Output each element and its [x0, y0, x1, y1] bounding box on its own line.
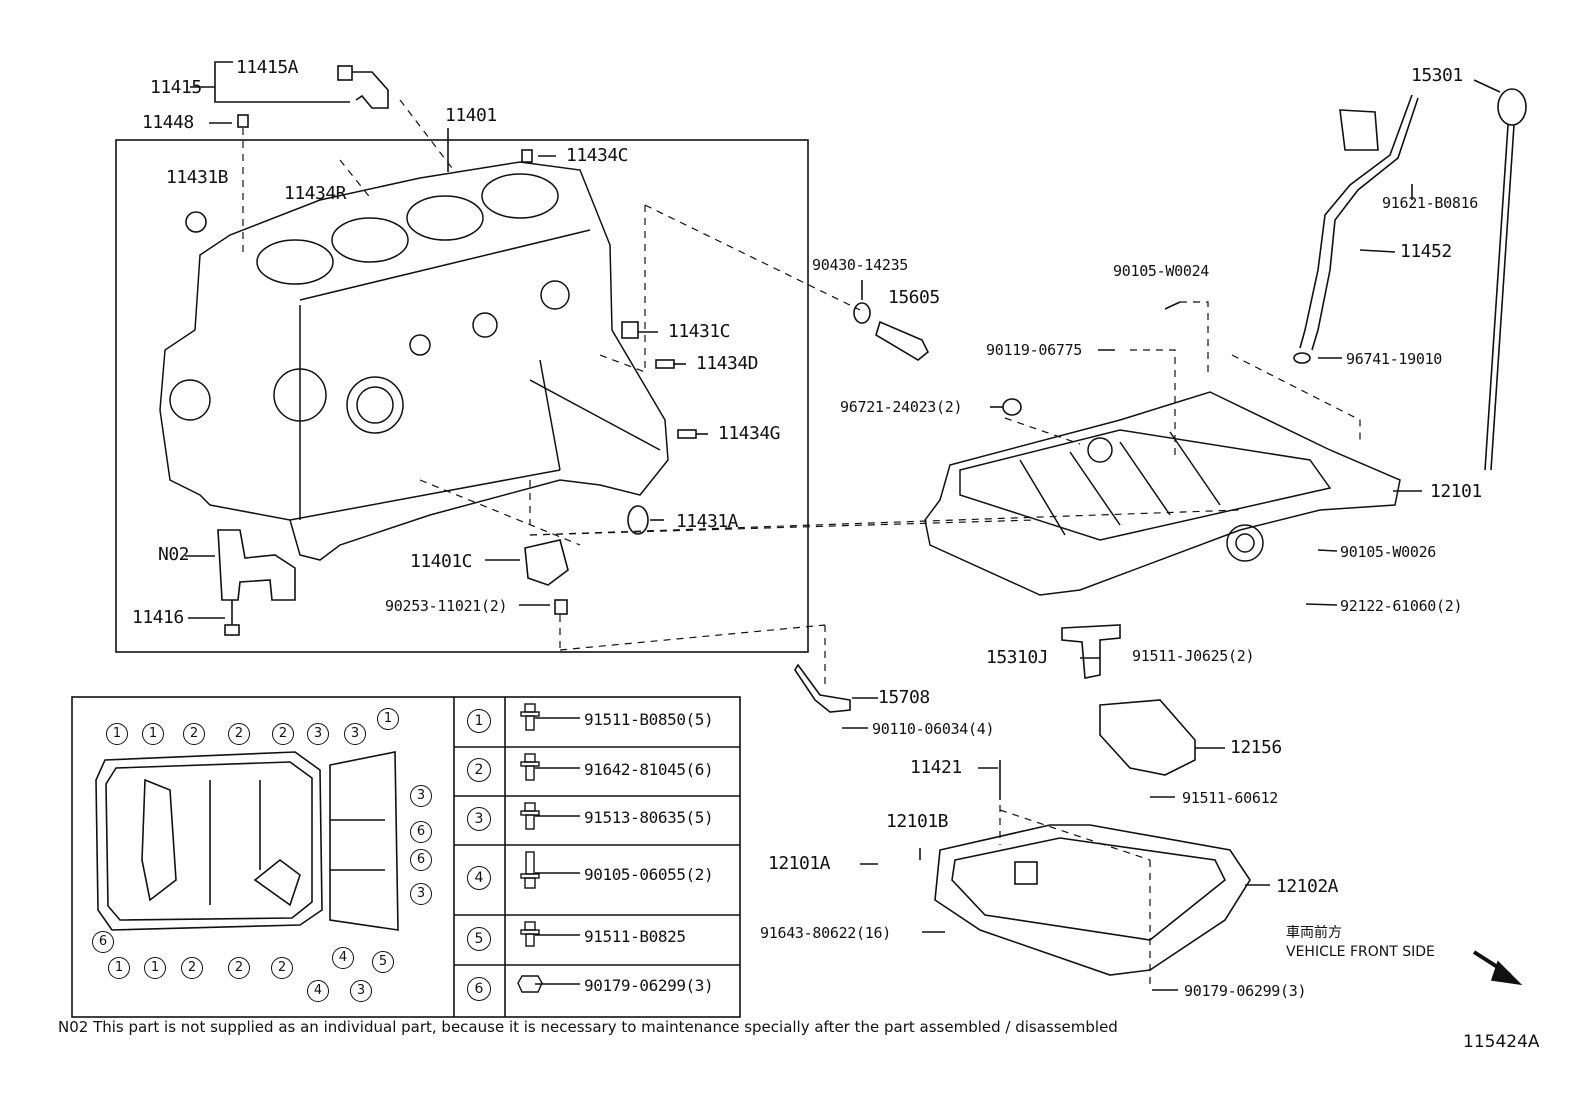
part-label-11452[interactable]: 11452: [1400, 241, 1452, 262]
bolt-table-part-5[interactable]: 91511-B0825: [584, 927, 686, 946]
block-group-frame: [115, 139, 809, 653]
bolt-table-num-3: 3: [467, 807, 491, 831]
part-label-90430[interactable]: 90430-14235: [812, 256, 909, 274]
bolt-callout: 6: [410, 821, 432, 843]
part-label-91621[interactable]: 91621-B0816: [1382, 194, 1479, 212]
front-side-en: VEHICLE FRONT SIDE: [1286, 944, 1435, 960]
part-label-11448[interactable]: 11448: [142, 112, 194, 133]
part-label-96721[interactable]: 96721-24023(2): [840, 398, 963, 416]
footnote: N02 This part is not supplied as an indi…: [58, 1018, 1118, 1036]
bolt-callout: 5: [372, 951, 394, 973]
bolt-icons: [517, 703, 543, 993]
part-label-11434C[interactable]: 11434C: [566, 145, 629, 166]
bolt-callout: 6: [410, 849, 432, 871]
bolt-callout: 2: [181, 957, 203, 979]
part-label-11434G[interactable]: 11434G: [718, 423, 781, 444]
bolt-map-frame: [71, 696, 741, 1018]
bolt-callout: 3: [344, 723, 366, 745]
part-label-15301[interactable]: 15301: [1411, 65, 1463, 86]
part-label-90105-W0024[interactable]: 90105-W0024: [1113, 262, 1210, 280]
part-label-11431B[interactable]: 11431B: [166, 167, 229, 188]
bolt-table-num-2: 2: [467, 758, 491, 782]
bolt-table-part-6[interactable]: 90179-06299(3): [584, 976, 714, 995]
bolt-table-part-4[interactable]: 90105-06055(2): [584, 865, 714, 884]
lower-oil-pan-sketch: [934, 824, 1251, 976]
part-label-90253[interactable]: 90253-11021(2): [385, 597, 508, 615]
part-label-96741[interactable]: 96741-19010: [1346, 350, 1443, 368]
bolt-callout: 1: [142, 723, 164, 745]
part-label-11401C[interactable]: 11401C: [410, 551, 473, 572]
part-label-92122[interactable]: 92122-61060(2): [1340, 597, 1463, 615]
upper-oil-pan-sketch: [924, 391, 1401, 596]
part-label-11434R[interactable]: 11434R: [284, 183, 347, 204]
part-label-90119[interactable]: 90119-06775: [986, 341, 1083, 359]
bolt-table-num-5: 5: [467, 927, 491, 951]
part-label-12101[interactable]: 12101: [1430, 481, 1482, 502]
bolt-table-part-3[interactable]: 91513-80635(5): [584, 808, 714, 827]
part-label-91511-J0625[interactable]: 91511-J0625(2): [1132, 647, 1255, 665]
part-label-12156[interactable]: 12156: [1230, 737, 1282, 758]
part-label-11401[interactable]: 11401: [445, 105, 497, 126]
part-label-11415A[interactable]: 11415A: [236, 57, 299, 78]
part-label-15708[interactable]: 15708: [878, 687, 930, 708]
vehicle-front-indicator: 車両前方 VEHICLE FRONT SIDE: [1286, 924, 1435, 962]
bolt-map-sketch: [95, 751, 399, 931]
part-label-11431A[interactable]: 11431A: [676, 511, 739, 532]
bolt-callout: 1: [144, 957, 166, 979]
part-label-12101B[interactable]: 12101B: [886, 811, 949, 832]
bolt-callout: 4: [332, 947, 354, 969]
part-label-N02[interactable]: N02: [158, 544, 190, 565]
bolt-callout: 6: [92, 931, 114, 953]
bolt-callout: 1: [377, 708, 399, 730]
bolt-callout: 3: [410, 883, 432, 905]
diagram-id: 115424A: [1463, 1032, 1540, 1052]
part-label-11421[interactable]: 11421: [910, 757, 962, 778]
bolt-callout: 2: [228, 723, 250, 745]
bolt-callout: 1: [106, 723, 128, 745]
bolt-callout: 2: [272, 723, 294, 745]
bolt-table-num-6: 6: [467, 977, 491, 1001]
bolt-callout: 4: [307, 980, 329, 1002]
bolt-table-part-2[interactable]: 91642-81045(6): [584, 760, 714, 779]
part-label-90110[interactable]: 90110-06034(4): [872, 720, 995, 738]
part-label-11416[interactable]: 11416: [132, 607, 184, 628]
bolt-callout: 1: [108, 957, 130, 979]
part-label-15605[interactable]: 15605: [888, 287, 940, 308]
part-label-91511-60612[interactable]: 91511-60612: [1182, 789, 1279, 807]
part-label-15310J[interactable]: 15310J: [986, 647, 1049, 668]
bolt-table-part-1[interactable]: 91511-B0850(5): [584, 710, 714, 729]
part-label-90179[interactable]: 90179-06299(3): [1184, 982, 1307, 1000]
bolt-callout: 3: [410, 785, 432, 807]
part-label-91643[interactable]: 91643-80622(16): [760, 924, 891, 942]
part-label-11431C[interactable]: 11431C: [668, 321, 731, 342]
part-label-12102A[interactable]: 12102A: [1276, 876, 1339, 897]
part-label-11415[interactable]: 11415: [150, 77, 202, 98]
bearing-cap-sketch: [217, 529, 296, 601]
bolt-table-num-4: 4: [467, 866, 491, 890]
bolt-callout: 2: [183, 723, 205, 745]
bolt-callout: 2: [228, 957, 250, 979]
part-label-90105-W0026[interactable]: 90105-W0026: [1340, 543, 1437, 561]
bolt-callout: 3: [307, 723, 329, 745]
front-side-ja: 車両前方: [1286, 925, 1342, 941]
bolt-callout: 2: [271, 957, 293, 979]
bolt-callout: 3: [350, 980, 372, 1002]
bolt-table-num-1: 1: [467, 709, 491, 733]
part-label-11434D[interactable]: 11434D: [696, 353, 759, 374]
cylinder-block-sketch: [159, 161, 669, 561]
part-label-12101A[interactable]: 12101A: [768, 853, 831, 874]
